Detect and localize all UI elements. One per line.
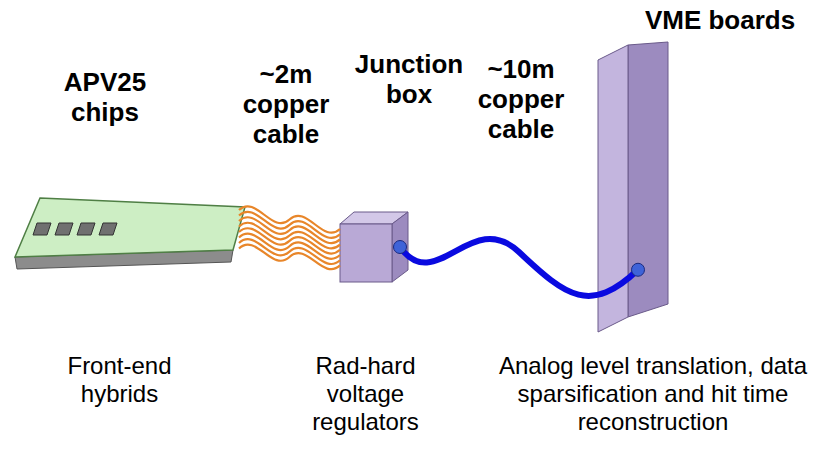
copper-ribbon-cable <box>239 206 340 269</box>
vme-board-slab-art <box>598 42 668 334</box>
junction-box-cube-art <box>340 212 408 282</box>
chip-label: APV25 chips <box>45 68 165 128</box>
vme-caption: Analog level translation, data sparsific… <box>488 352 818 436</box>
box-label: Junction box <box>350 50 468 110</box>
cable-length-label: ~10m copper cable <box>462 55 580 145</box>
cable-length-label: ~2m copper cable <box>230 60 342 150</box>
regulator-caption: Rad-hard voltage regulators <box>298 352 433 436</box>
junction-box-cube <box>340 212 408 282</box>
hybrid-caption: Front-end hybrids <box>42 352 197 408</box>
front-end-hybrid-board <box>15 195 245 270</box>
vme-label: VME boards <box>630 6 810 36</box>
front-end-hybrid-board-art <box>15 195 245 270</box>
vme-board-slab <box>598 42 668 334</box>
copper-cable <box>394 239 645 296</box>
